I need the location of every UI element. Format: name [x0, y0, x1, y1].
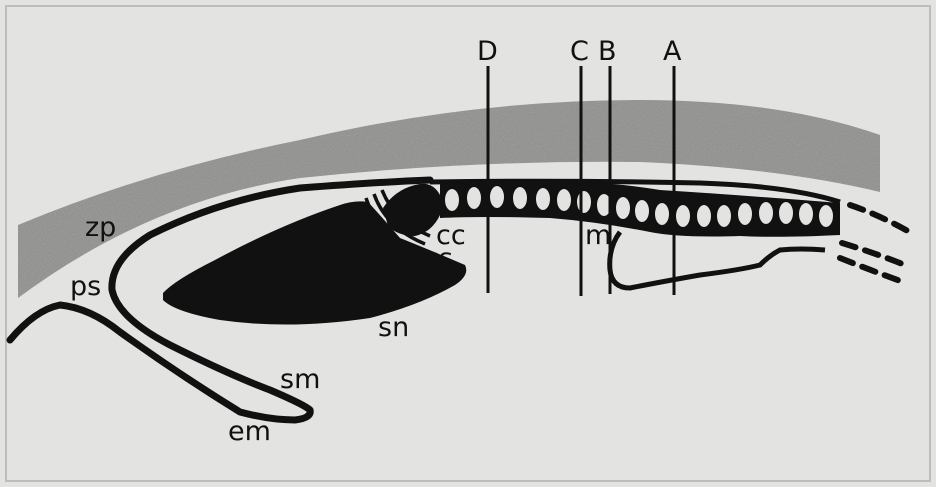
- section-label-d: D: [477, 36, 498, 67]
- label-m: m: [585, 220, 611, 251]
- vesicle: [759, 202, 773, 224]
- section-label-c: C: [570, 36, 589, 67]
- vesicle: [779, 202, 793, 224]
- label-sm: sm: [280, 364, 320, 395]
- vesicle: [445, 189, 459, 211]
- vesicle: [799, 203, 813, 225]
- vesicle: [697, 205, 711, 227]
- vesicle: [635, 200, 649, 222]
- vesicle: [577, 191, 591, 213]
- label-em: em: [228, 416, 271, 447]
- label-ps: ps: [70, 271, 101, 302]
- label-scs: scs: [410, 243, 453, 274]
- vesicle: [717, 205, 731, 227]
- vesicle: [513, 187, 527, 209]
- vesicle: [738, 203, 752, 225]
- vesicle: [655, 203, 669, 225]
- vesicle: [676, 205, 690, 227]
- label-sn: sn: [378, 312, 409, 343]
- vesicle: [616, 197, 630, 219]
- section-label-a: A: [663, 36, 682, 67]
- vesicle: [490, 186, 504, 208]
- label-zp: zp: [85, 212, 116, 243]
- section-label-b: B: [598, 36, 617, 67]
- vesicle: [557, 189, 571, 211]
- vesicle: [819, 205, 833, 227]
- vesicle: [536, 188, 550, 210]
- vesicle: [467, 187, 481, 209]
